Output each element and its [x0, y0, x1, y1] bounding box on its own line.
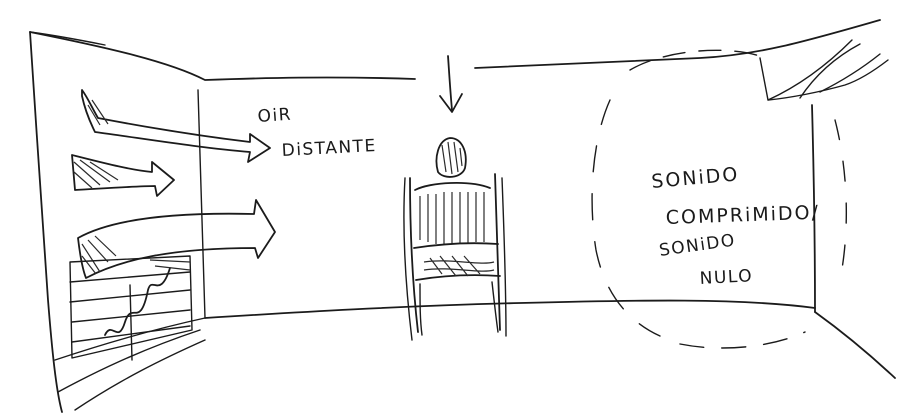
- label-oir: OiR: [257, 105, 293, 127]
- label-nulo: NULO: [699, 266, 753, 289]
- arrow-top: [82, 90, 270, 162]
- left-corner-line: [198, 90, 205, 318]
- floor-left-diagonal-1: [55, 318, 205, 360]
- label-comprimido: COMPRiMiDO/: [665, 202, 820, 229]
- listener-head-hatch: [442, 142, 462, 174]
- arrow-middle: [72, 155, 174, 196]
- ceiling-edge-left: [30, 32, 105, 45]
- right-ceiling-block-2: [768, 40, 852, 100]
- wall-panel-left: [70, 256, 192, 360]
- floor-left-diagonal-3: [75, 340, 205, 410]
- arrow-bottom: [78, 200, 275, 278]
- chair-right-post: [495, 174, 500, 330]
- ceiling-line-right: [475, 20, 880, 68]
- label-sonido-2: SONiDO: [658, 230, 737, 261]
- label-group-right: SONiDO COMPRiMiDO/ SONiDO NULO: [651, 163, 821, 289]
- zone-arc-right: [835, 120, 846, 280]
- left-wall-edge: [30, 32, 62, 412]
- label-sonido-1: SONiDO: [651, 163, 741, 193]
- label-group-left: OiR DiSTANTE: [257, 105, 377, 161]
- floor-right-diagonal: [815, 312, 895, 378]
- chair-front-leg: [420, 282, 498, 335]
- ceiling-line-left: [30, 32, 415, 80]
- listener-shoulders: [415, 183, 490, 190]
- down-arrow: [440, 56, 462, 112]
- null-sound-zone: [592, 50, 846, 348]
- floor-left-diagonal-2: [58, 330, 200, 392]
- chair-back-slats: [420, 192, 484, 244]
- label-distante: DiSTANTE: [281, 136, 377, 161]
- zone-arc-bottom: [680, 332, 805, 348]
- sound-arrows-left: [72, 90, 275, 278]
- chair-with-listener: [404, 138, 506, 340]
- arrow-bottom-shading: [82, 236, 116, 274]
- chair-inner-right: [502, 178, 506, 336]
- chair-seat-hatch: [424, 256, 494, 276]
- floor-line: [205, 301, 815, 318]
- chair-left-post: [410, 178, 418, 332]
